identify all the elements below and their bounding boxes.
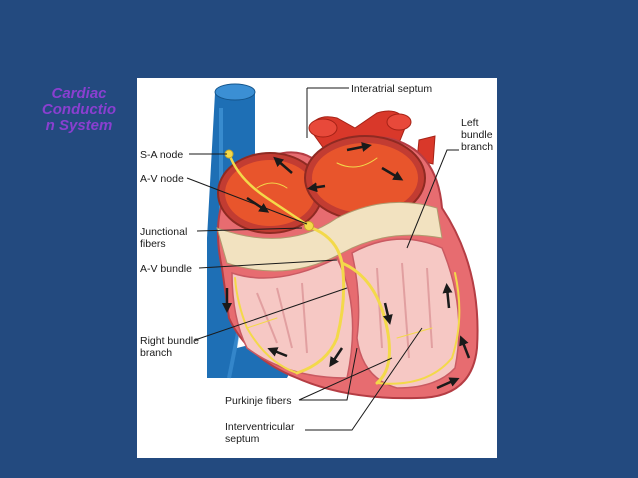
label-left-bundle-branch-line: branch [461, 141, 493, 153]
label-purkinje-fibers: Purkinje fibers [225, 395, 292, 407]
label-interventricular-septum-line: septum [225, 433, 260, 445]
label-junctional-fibers-line: fibers [140, 238, 166, 250]
slide-title-line: n System [45, 117, 113, 134]
heart-illustration: Interatrial septum Left bundle branch S-… [140, 83, 493, 445]
label-av-node: A-V node [140, 173, 184, 185]
slide-title: Cardiac Conductio n System [30, 86, 128, 134]
slide-title-line: Conductio [41, 101, 117, 118]
label-interventricular-septum-line: Interventricular [225, 421, 295, 433]
label-right-bundle-branch-line: Right bundle [140, 335, 199, 347]
heart-body [216, 135, 479, 400]
slide-title-line: Cardiac [51, 85, 107, 102]
label-av-bundle: A-V bundle [140, 263, 192, 275]
label-left-bundle-branch-line: bundle [461, 129, 493, 141]
label-sa-node: S-A node [140, 149, 183, 161]
leader-lines [186, 87, 459, 431]
label-interatrial-septum: Interatrial septum [351, 83, 432, 95]
heart-diagram-panel: Interatrial septum Left bundle branch S-… [137, 78, 497, 458]
av-node-marker [304, 221, 314, 231]
label-right-bundle-branch-line: branch [140, 347, 172, 359]
flow-arrows [222, 142, 471, 390]
conduction-pathway [227, 151, 461, 385]
label-junctional-fibers-line: Junctional [140, 226, 187, 238]
label-left-bundle-branch-line: Left [461, 117, 479, 129]
